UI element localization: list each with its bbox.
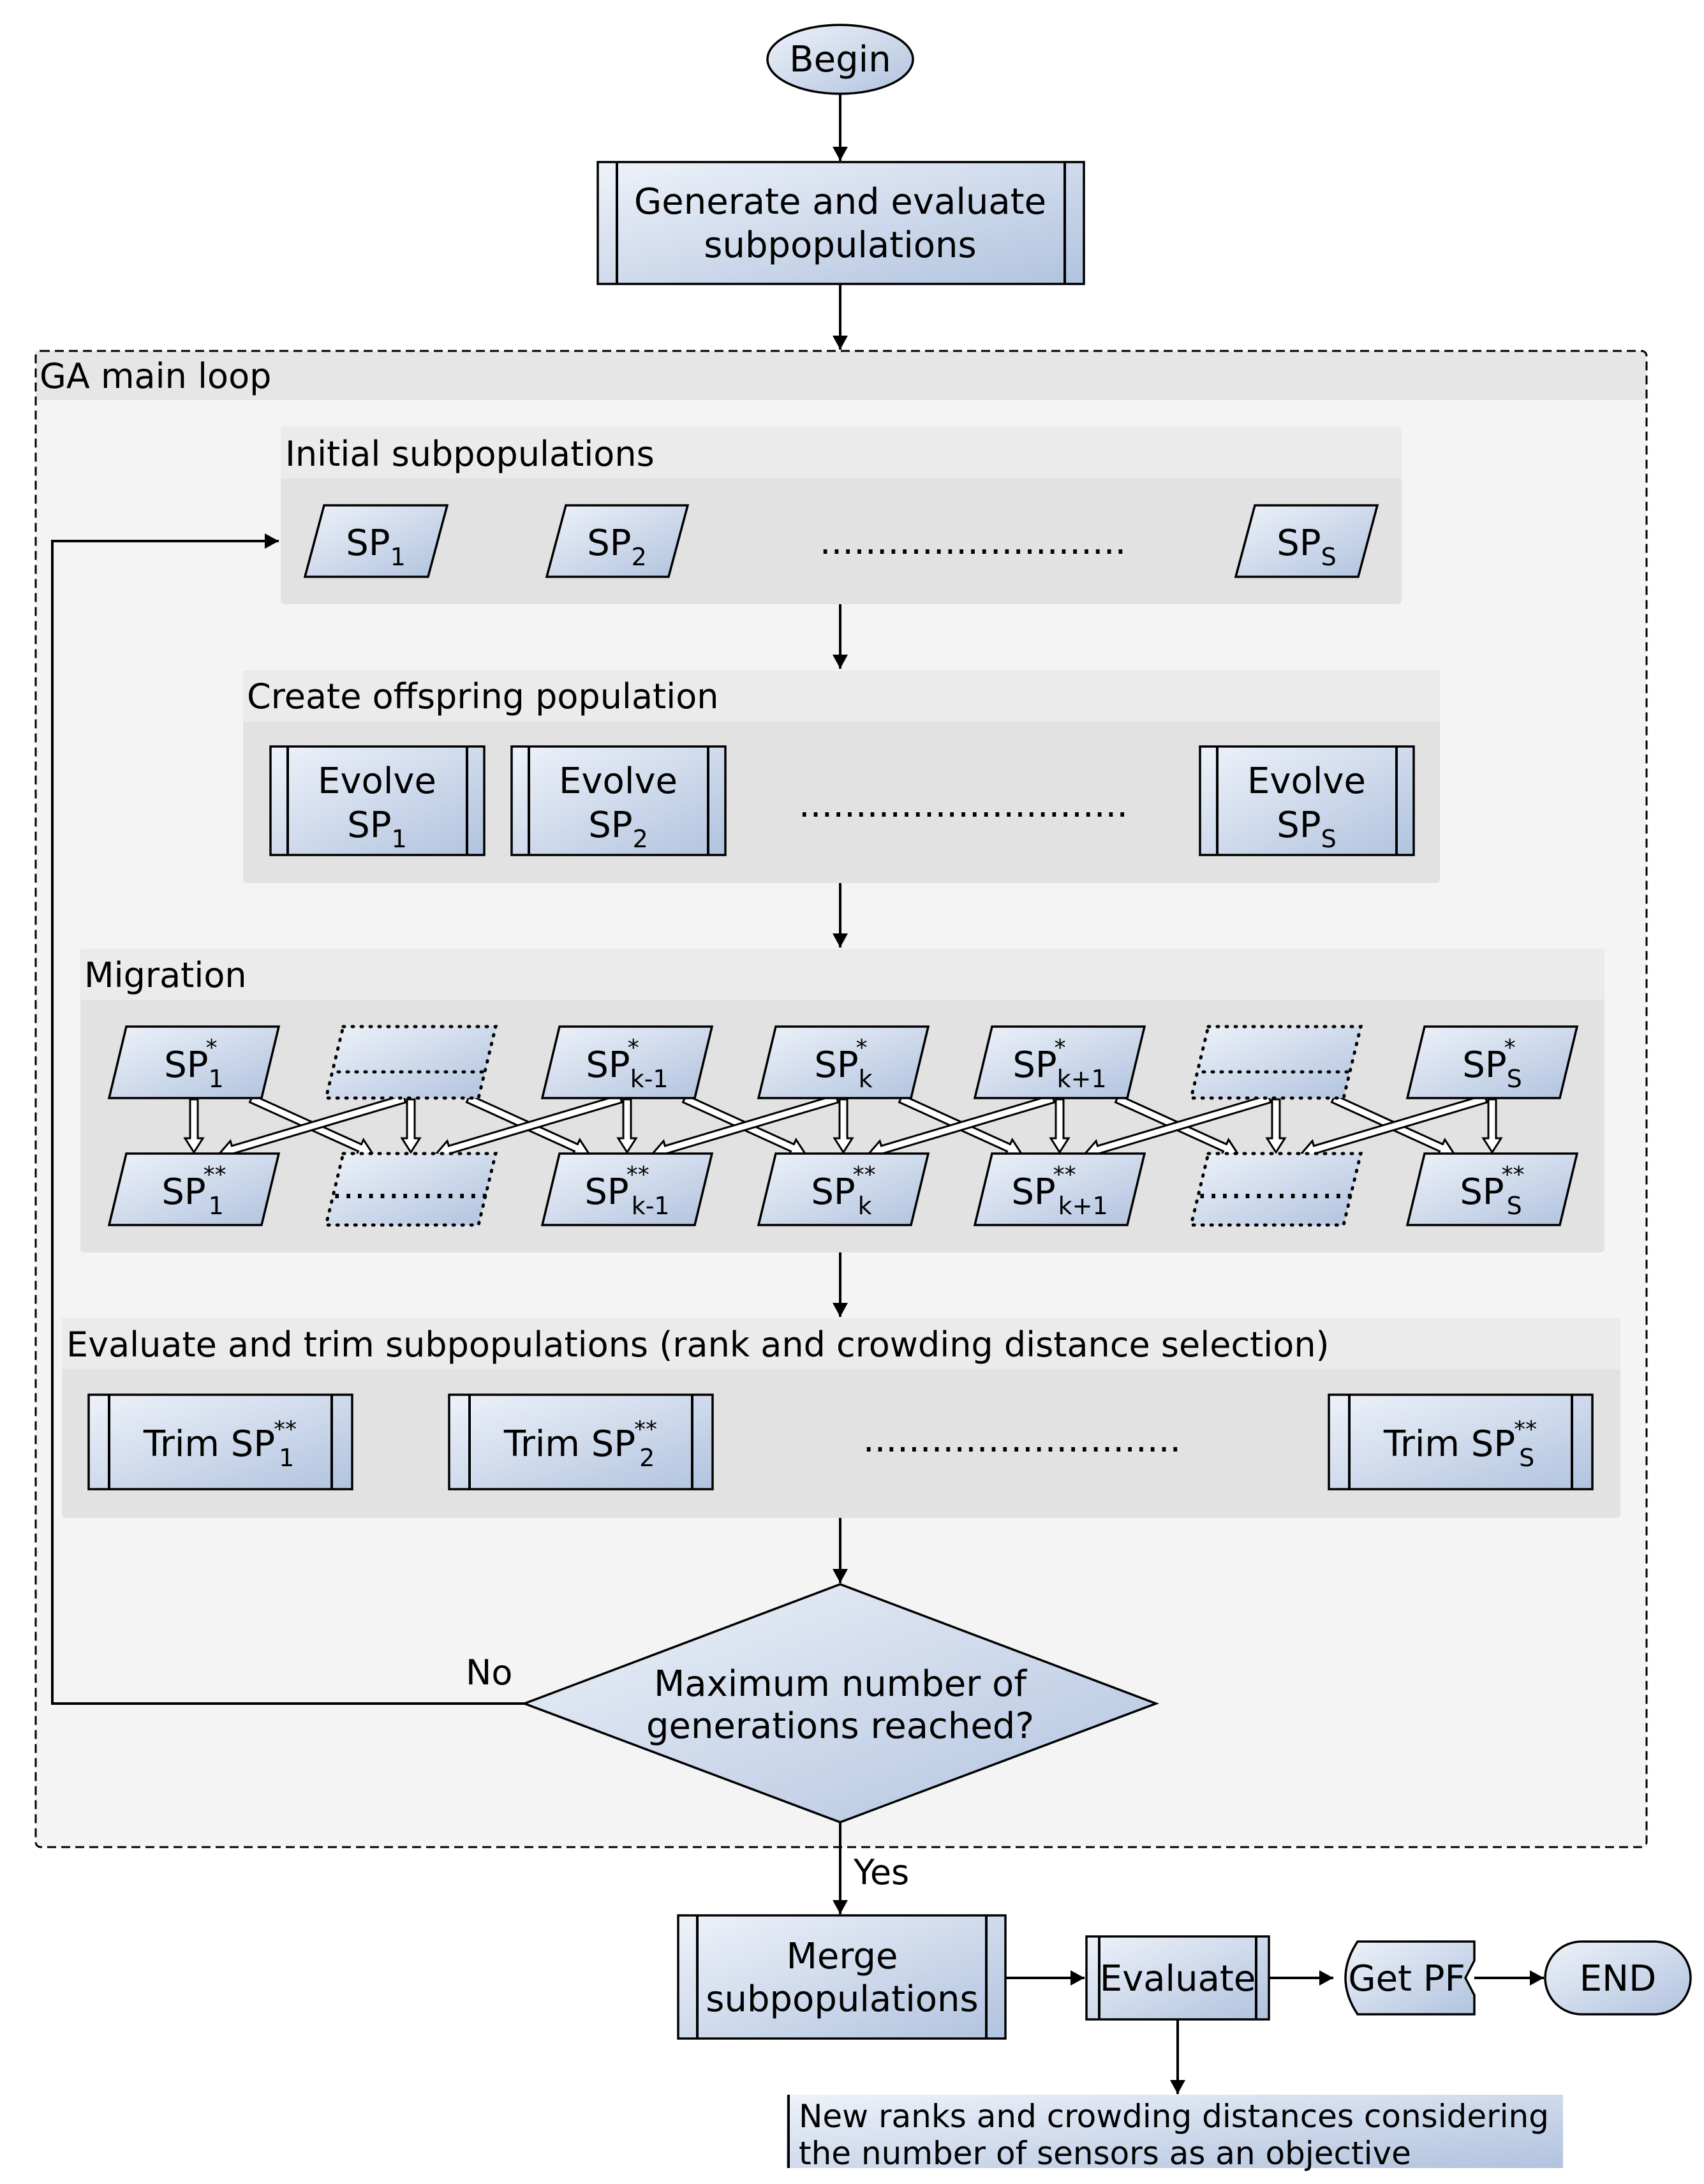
get-pf-label: Get PF <box>1348 1958 1465 2000</box>
generate-label-line2: subpopulations <box>704 225 976 266</box>
mig-top-k-1: SP*k-1 <box>540 1025 714 1099</box>
mig-top-1: SP*1 <box>107 1025 281 1099</box>
vertical-migration-arrow <box>183 1098 205 1154</box>
vertical-migration-arrow <box>616 1098 638 1154</box>
mig-bottom-placeholder-2: .............. <box>1189 1152 1363 1227</box>
vertical-migration-arrow <box>1481 1098 1503 1154</box>
merge-line1: Merge <box>787 1936 898 1977</box>
svg-text:SP**S: SP**S <box>1460 1162 1524 1220</box>
svg-text:..............: .............. <box>1196 1166 1355 1207</box>
svg-text:SP**1: SP**1 <box>161 1162 226 1220</box>
svg-text:SPS: SPS <box>1277 523 1336 571</box>
end-label: END <box>1580 1958 1656 2000</box>
generate-label-line1: Generate and evaluate <box>634 181 1046 223</box>
svg-text:SP**k: SP**k <box>811 1162 875 1220</box>
migration-title: Migration <box>84 955 247 995</box>
mig-bottom-k: SP**k <box>757 1152 930 1226</box>
svg-text:SP**k+1: SP**k+1 <box>1011 1162 1108 1220</box>
mig-bottom-1: SP**1 <box>107 1152 281 1226</box>
mig-bottom-k-1: SP**k-1 <box>540 1152 714 1226</box>
trim-sp2: Trim SP**2 <box>448 1393 714 1490</box>
mig-top-placeholder-1 <box>323 1025 498 1100</box>
trim-sps: Trim SP**S <box>1328 1393 1594 1490</box>
end-node: END <box>1544 1940 1692 2016</box>
mig-top-placeholder-2 <box>1189 1025 1363 1100</box>
initial-ellipsis: ........................... <box>820 521 1127 563</box>
merge-line2: subpopulations <box>706 1979 978 2020</box>
vertical-migration-arrow <box>833 1098 854 1154</box>
loop-title: GA main loop <box>40 356 271 396</box>
svg-text:..............: .............. <box>331 1166 490 1207</box>
get-pf-node: Get PF <box>1344 1940 1476 2016</box>
arrowhead <box>833 147 848 161</box>
vertical-migration-arrow <box>1049 1098 1071 1154</box>
svg-text:SP2: SP2 <box>587 523 647 571</box>
migration-arrows <box>183 1094 1503 1160</box>
svg-text:Evolve: Evolve <box>318 761 436 802</box>
mig-top-k: SP*k <box>757 1025 930 1099</box>
evaluate-process: Evaluate <box>1085 1935 1270 2021</box>
initial-subpopulations-panel: Initial subpopulations <box>281 426 1402 604</box>
offspring-title: Create offspring population <box>247 676 718 717</box>
no-loop-edge <box>51 540 524 1705</box>
trim-ellipsis: ............................ <box>863 1419 1181 1460</box>
svg-text:SP1: SP1 <box>346 523 406 571</box>
mig-bottom-placeholder-1: .............. <box>323 1152 498 1227</box>
evaluate-label: Evaluate <box>1100 1958 1256 2000</box>
svg-text:Evolve: Evolve <box>1247 761 1366 802</box>
vertical-migration-arrow <box>1265 1098 1287 1154</box>
svg-text:SP*k: SP*k <box>814 1035 872 1093</box>
mig-bottom-s: SP**S <box>1405 1152 1579 1226</box>
svg-text:SP*1: SP*1 <box>164 1035 224 1093</box>
initial-sp2: SP2 <box>545 504 690 578</box>
svg-text:SP**k-1: SP**k-1 <box>584 1162 669 1220</box>
svg-text:SP*k+1: SP*k+1 <box>1012 1035 1106 1093</box>
svg-text:SP*S: SP*S <box>1462 1035 1522 1093</box>
decision-line1: Maximum number of <box>654 1663 1027 1705</box>
svg-text:Trim SP**1: Trim SP**1 <box>143 1416 297 1472</box>
svg-text:Trim SP**2: Trim SP**2 <box>503 1416 657 1472</box>
decision-line2: generations reached? <box>646 1705 1034 1747</box>
mig-bottom-k+1: SP**k+1 <box>973 1152 1146 1226</box>
mig-top-s: SP*S <box>1405 1025 1579 1099</box>
svg-text:SP2: SP2 <box>588 805 648 853</box>
trim-sp1: Trim SP**1 <box>87 1393 353 1490</box>
mig-top-k+1: SP*k+1 <box>973 1025 1146 1099</box>
offspring-ellipsis: ............................. <box>799 784 1128 826</box>
vertical-migration-arrow <box>400 1098 422 1154</box>
initial-title: Initial subpopulations <box>285 434 655 474</box>
begin-label: Begin <box>789 39 891 80</box>
svg-text:SP1: SP1 <box>347 805 407 853</box>
initial-sp1: SP1 <box>303 504 449 578</box>
trim-title: Evaluate and trim subpopulations (rank a… <box>66 1325 1330 1365</box>
merge-process: Merge subpopulations <box>677 1914 1007 2040</box>
no-label: No <box>466 1653 512 1693</box>
svg-text:SPS: SPS <box>1277 805 1336 853</box>
evolve-sp1: Evolve SP1 <box>269 745 485 856</box>
svg-text:SP*k-1: SP*k-1 <box>586 1035 668 1093</box>
svg-text:Evolve: Evolve <box>559 761 678 802</box>
svg-text:Trim SP**S: Trim SP**S <box>1383 1416 1537 1472</box>
initial-sps: SPS <box>1234 504 1379 578</box>
evolve-sps: Evolve SPS <box>1199 745 1415 856</box>
begin-node: Begin <box>766 24 914 95</box>
note-annotation: New ranks and crowding distances conside… <box>786 2095 1563 2172</box>
generate-process: Generate and evaluate subpopulations <box>596 161 1085 285</box>
evolve-sp2: Evolve SP2 <box>510 745 727 856</box>
note-line2: the number of sensors as an objective <box>799 2135 1411 2172</box>
yes-label: Yes <box>853 1852 909 1892</box>
note-line1: New ranks and crowding distances conside… <box>799 2098 1549 2135</box>
